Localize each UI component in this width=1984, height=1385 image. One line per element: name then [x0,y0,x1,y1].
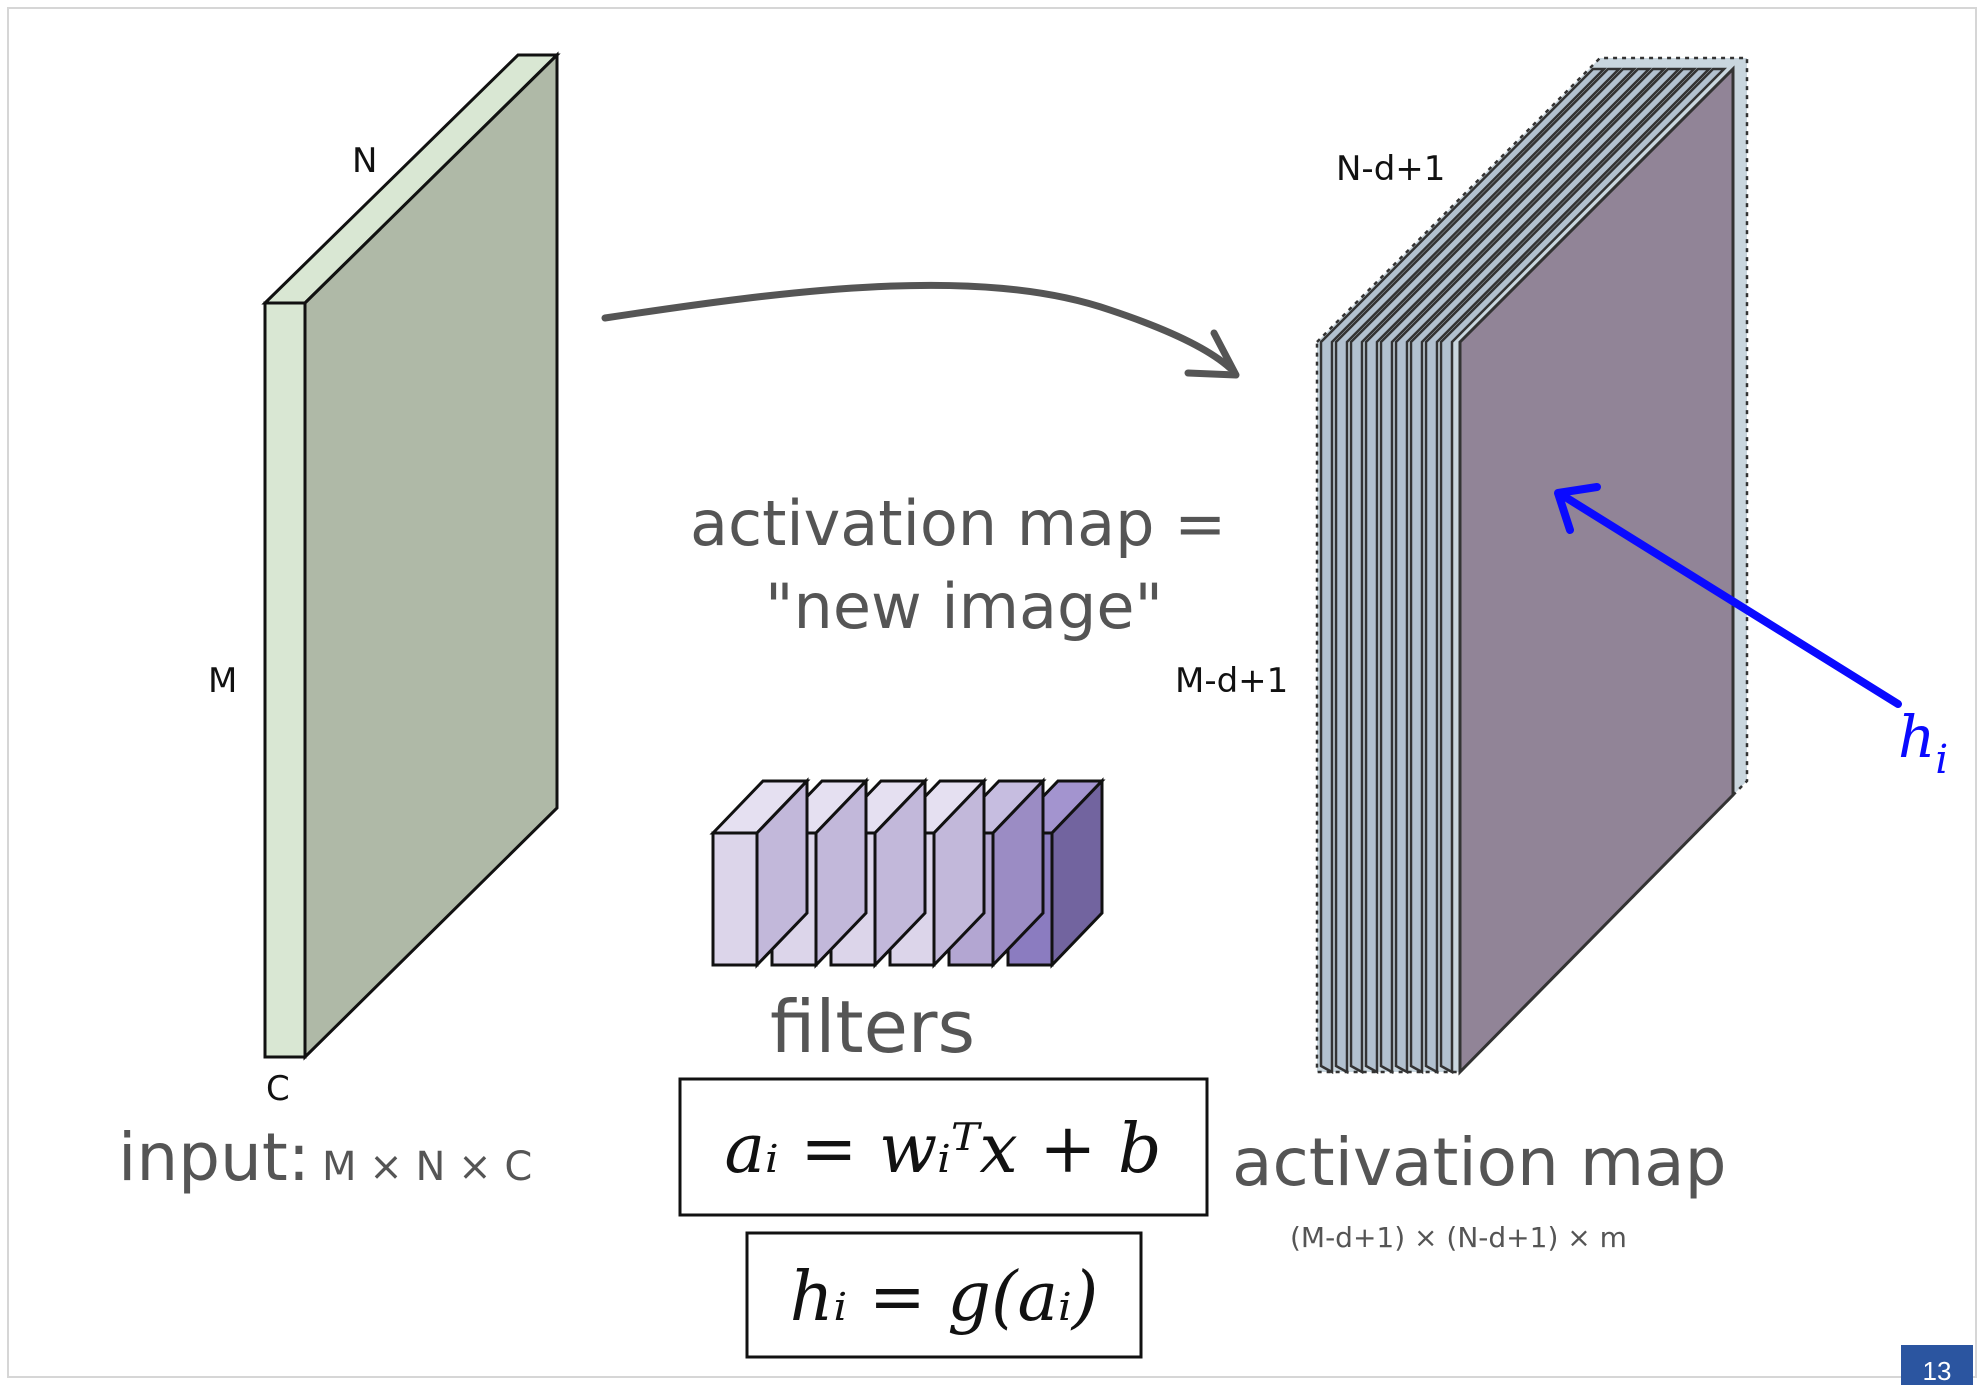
hidden-formula-box: hᵢ = g(aᵢ) [745,1231,1143,1359]
output-dim-side: M-d+1 [1175,661,1288,701]
input-dim-m: M [208,661,237,701]
stack-layer-7 [1409,67,1698,1075]
stack-layer-4 [1364,67,1653,1075]
stack-layer-2 [1334,67,1623,1075]
input-dim-n: N [352,141,377,181]
activation-face [1458,65,1735,1076]
stack-layer-1 [1319,67,1608,1075]
input-size: M × N × C [322,1144,532,1190]
activation-formula: aᵢ = wᵢᵀx + b [725,1110,1162,1189]
transform-arrow [601,281,1240,379]
stack-layer-5 [1379,67,1668,1075]
hidden-formula: hᵢ = g(aᵢ) [790,1258,1099,1337]
input-caption: input: [118,1119,310,1196]
filters-label: filters [770,985,975,1069]
filter-1 [709,777,811,969]
stack-layers [1319,67,1728,1075]
output-dim-top: N-d+1 [1336,149,1445,189]
activation-map-stack [1315,56,1749,1076]
input-volume [261,51,561,1061]
stack-layer-6 [1394,67,1683,1075]
filters-group [709,777,1106,969]
stack-layer-8 [1424,67,1713,1075]
hidden-unit-pointer [1554,483,1902,708]
pointer-label: hi [1898,703,1948,783]
activation-formula-box: aᵢ = wᵢᵀx + b [678,1077,1209,1217]
pointer-h: h [1898,703,1935,771]
pointer-sub: i [1935,737,1948,783]
page-number-badge: 13 [1901,1345,1973,1385]
stack-layer-9 [1439,67,1728,1075]
input-front-face [263,301,307,1059]
activation-map-equals: activation map = [690,487,1226,560]
output-caption: activation map [1232,1124,1726,1201]
output-size: (M-d+1) × (N-d+1) × m [1290,1221,1627,1254]
stack-layer-3 [1349,67,1638,1075]
input-dim-c: C [266,1069,290,1109]
new-image-label: "new image" [765,570,1163,643]
